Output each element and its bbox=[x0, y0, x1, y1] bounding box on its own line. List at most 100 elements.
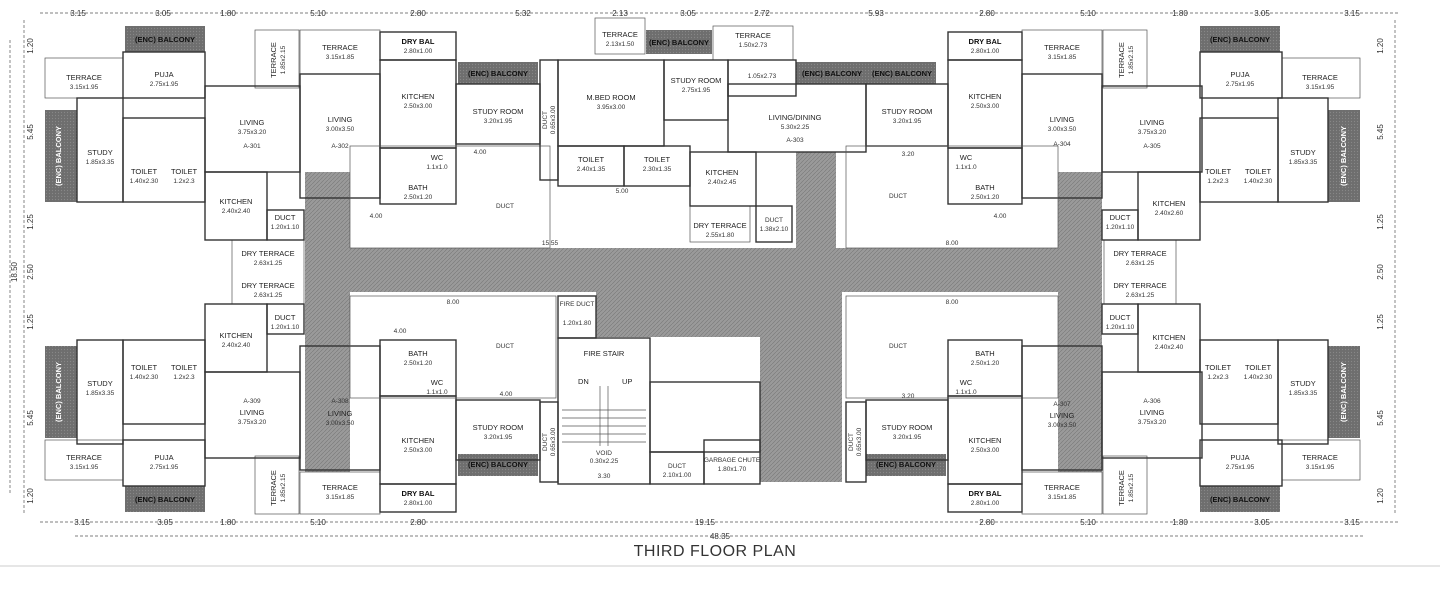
room-dim: 1.20x1.10 bbox=[1106, 324, 1135, 331]
room-name: DRY TERRACE bbox=[1113, 249, 1166, 258]
room-dim: 1.40x2.30 bbox=[130, 178, 159, 185]
room-dim: 3.00x3.50 bbox=[326, 126, 355, 133]
room-name: STUDY bbox=[87, 148, 112, 157]
bottom-dim-7: 2.80 bbox=[979, 518, 995, 527]
room-name: TOILET bbox=[171, 363, 198, 372]
room-name: DUCT bbox=[542, 433, 549, 451]
right-dim-6: 5.45 bbox=[1376, 410, 1385, 426]
room-dim: 2.13x1.50 bbox=[606, 41, 635, 48]
room-name: TERRACE bbox=[1302, 73, 1338, 82]
room-name: TERRACE bbox=[322, 43, 358, 52]
room-dim: 2.50x3.00 bbox=[971, 447, 1000, 454]
duct-dim: 8.00 bbox=[946, 240, 959, 247]
room-name: WC bbox=[431, 378, 444, 387]
unit-label: A-306 bbox=[1143, 398, 1161, 405]
terrace-303-a bbox=[594, 17, 646, 55]
room-dim: 1.1x1.0 bbox=[426, 389, 448, 396]
room-name: FIRE STAIR bbox=[584, 349, 625, 358]
top-dim-4: 5.10 bbox=[310, 9, 326, 18]
room-name: VOID bbox=[596, 450, 612, 457]
room-dim: 0.65x3.00 bbox=[550, 427, 557, 456]
room-name: LIVING bbox=[328, 409, 353, 418]
room-dim: 3.15x1.95 bbox=[1306, 84, 1335, 91]
title-block: THIRD FLOOR PLAN bbox=[0, 543, 1440, 567]
top-dim-10: 5.93 bbox=[868, 9, 884, 18]
left-dim-2: 5.45 bbox=[26, 124, 35, 140]
bottom-dim-5: 2.80 bbox=[410, 518, 426, 527]
room-name: (ENC) BALCONY bbox=[468, 69, 528, 78]
room-name: LIVING/DINING bbox=[769, 113, 822, 122]
room-dim: 2.75x1.95 bbox=[682, 87, 711, 94]
room-name: TERRACE bbox=[1302, 453, 1338, 462]
unit-label: A-305 bbox=[1143, 143, 1161, 150]
duct-dim: 3.20 bbox=[902, 151, 915, 158]
room-name: KITCHEN bbox=[969, 92, 1002, 101]
room-name: WC bbox=[960, 378, 973, 387]
room-name: WC bbox=[960, 153, 973, 162]
room-dim: 0.30x2.25 bbox=[590, 458, 619, 465]
room-dim: 2.63x1.25 bbox=[1126, 292, 1155, 299]
bottom-dim-10: 3.05 bbox=[1254, 518, 1270, 527]
room-name: TOILET bbox=[1205, 167, 1232, 176]
room-name: BATH bbox=[975, 183, 994, 192]
room-dim: 3.75x3.20 bbox=[238, 129, 267, 136]
stair-up-label: UP bbox=[622, 377, 632, 386]
room-dim: 2.50x3.00 bbox=[971, 103, 1000, 110]
unit-label: A-303 bbox=[786, 137, 804, 144]
room-name: KITCHEN bbox=[1153, 333, 1186, 342]
room-name: LIVING bbox=[328, 115, 353, 124]
room-name: DRY TERRACE bbox=[1113, 281, 1166, 290]
room-dim: 1.85x3.35 bbox=[86, 390, 115, 397]
top-dim-3: 1.80 bbox=[220, 9, 236, 18]
room-dim: 1.2x2.3 bbox=[1207, 374, 1229, 381]
duct-dimensions: 15.55 8.00 8.00 8.00 4.00 4.00 4.00 4.00… bbox=[370, 149, 1007, 480]
terrace-308-a bbox=[254, 455, 300, 515]
terrace-304-a bbox=[1021, 29, 1103, 75]
top-dim-5: 2.80 bbox=[410, 9, 426, 18]
room-dim: 2.10x1.00 bbox=[663, 472, 692, 479]
balcony-303-top bbox=[646, 30, 712, 54]
bottom-dim-1: 3.15 bbox=[74, 518, 90, 527]
room-dim: 1.50x2.73 bbox=[739, 42, 768, 49]
room-labels: (ENC) BALCONY TERRACE 1.85x2.15 TERRACE … bbox=[54, 30, 1348, 507]
balcony-305-top bbox=[1200, 26, 1280, 52]
room-name: DUCT bbox=[496, 343, 514, 350]
room-name: FIRE DUCT bbox=[560, 301, 595, 308]
unit-label: A-309 bbox=[243, 398, 261, 405]
bottom-dim-4: 5.10 bbox=[310, 518, 326, 527]
room-dim: 2.40x1.35 bbox=[577, 166, 606, 173]
room-name: LIVING bbox=[1140, 118, 1165, 127]
left-dimension-labels: 1.20 5.45 1.25 2.50 1.25 5.45 1.20 18.50 bbox=[9, 20, 35, 515]
room-name: LIVING bbox=[1050, 115, 1075, 124]
terrace-307-a bbox=[1021, 471, 1103, 515]
room-dim: 2.50x1.20 bbox=[971, 360, 1000, 367]
central-lobby bbox=[305, 152, 1102, 482]
room-dim: 3.20x1.95 bbox=[484, 434, 513, 441]
room-dim: 3.75x3.20 bbox=[1138, 129, 1167, 136]
top-dim-6: 5.32 bbox=[515, 9, 531, 18]
room-dim: 3.15x1.95 bbox=[70, 464, 99, 471]
left-dim-5: 1.25 bbox=[26, 314, 35, 330]
room-dim: 1.40x2.30 bbox=[1244, 374, 1273, 381]
room-dim: 1.05x2.73 bbox=[748, 73, 777, 80]
room-name: STUDY ROOM bbox=[473, 423, 524, 432]
room-dim: 2.40x2.60 bbox=[1155, 210, 1184, 217]
room-name: TOILET bbox=[644, 155, 671, 164]
room-dim: 3.00x3.50 bbox=[1048, 422, 1077, 429]
room-name: TOILET bbox=[1245, 167, 1272, 176]
room-dim: 1.1x1.0 bbox=[955, 164, 977, 171]
room-dim: 0.65x3.00 bbox=[856, 427, 863, 456]
unit-label: A-301 bbox=[243, 143, 261, 150]
room-name: BATH bbox=[408, 183, 427, 192]
room-dim: 3.15x1.85 bbox=[1048, 54, 1077, 61]
room-dim: 1.85x2.15 bbox=[280, 473, 287, 502]
overall-dim: 48.35 bbox=[710, 532, 731, 541]
top-dim-11: 2.80 bbox=[979, 9, 995, 18]
room-walls bbox=[76, 31, 1329, 513]
room-name: TERRACE bbox=[735, 31, 771, 40]
room-dim: 5.30x2.25 bbox=[781, 124, 810, 131]
right-dim-1: 1.20 bbox=[1376, 38, 1385, 54]
duct-dim: 4.00 bbox=[994, 213, 1007, 220]
terrace-308-b bbox=[299, 471, 381, 515]
